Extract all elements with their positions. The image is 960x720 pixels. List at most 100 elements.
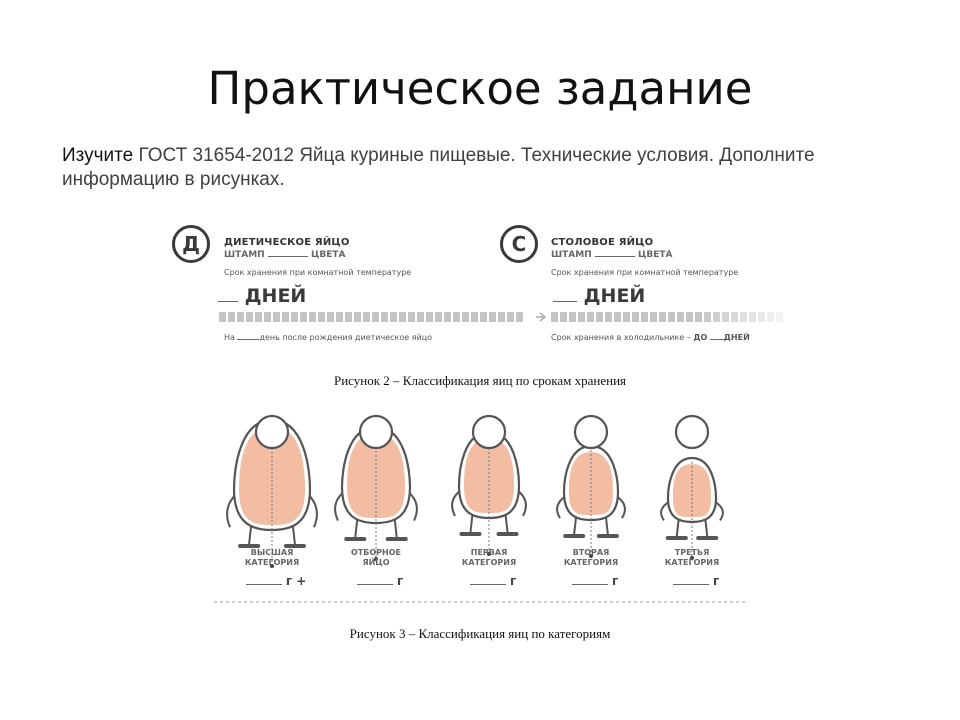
- category-weight-blank: г +: [216, 574, 336, 588]
- bar-segment: [435, 312, 442, 322]
- egg-dot: [589, 554, 593, 558]
- bar-segment: [228, 312, 235, 322]
- bar-segment: [605, 312, 612, 322]
- egg-head: [573, 414, 609, 450]
- weight-blank-line: [356, 584, 393, 585]
- category-subtitle: КАТЕГОРИЯ: [563, 558, 619, 567]
- egg-head: [254, 414, 290, 450]
- bar-segment: [677, 312, 684, 322]
- intro-lead: Изучите: [62, 145, 134, 166]
- weight-unit: г +: [281, 574, 307, 588]
- category-weight-blank: г: [535, 574, 655, 588]
- egg-head: [358, 414, 394, 450]
- egg-leg: [675, 517, 680, 537]
- category-name: ВЫСШАЯ: [250, 548, 294, 557]
- bar-segment: [578, 312, 585, 322]
- weight-unit: г: [607, 574, 619, 588]
- diet-footer: На день после рождения диетическое яйцо: [224, 333, 433, 342]
- egg-leg: [248, 525, 253, 545]
- bar-segment: [722, 312, 729, 322]
- bar-segment: [336, 312, 343, 322]
- bar-segment: [587, 312, 594, 322]
- table-title: СТОЛОВОЕ ЯЙЦО: [551, 237, 654, 248]
- diet-stamp: ШТАМП ЦВЕТА: [224, 250, 346, 260]
- diet-storage-bar: [219, 312, 525, 322]
- diet-storage-note: Срок хранения при комнатной температуре: [224, 268, 412, 277]
- intro-rest: ГОСТ 31654-2012 Яйца куриные пищевые. Те…: [62, 145, 815, 190]
- bar-segment: [560, 312, 567, 322]
- bar-segment: [749, 312, 756, 322]
- bar-segment: [363, 312, 370, 322]
- bar-segment: [740, 312, 747, 322]
- bar-segment: [345, 312, 352, 322]
- egg-leg: [573, 515, 578, 535]
- bar-segment: [318, 312, 325, 322]
- intro-text: Изучите ГОСТ 31654-2012 Яйца куриные пищ…: [62, 144, 912, 192]
- diet-badge: Д: [172, 225, 210, 263]
- egg-leg: [291, 525, 296, 545]
- bar-segment: [408, 312, 415, 322]
- bar-segment: [309, 312, 316, 322]
- egg-leg: [704, 517, 709, 537]
- category-name: ВТОРАЯ: [572, 548, 610, 557]
- egg-dot: [374, 557, 378, 561]
- bar-segment: [650, 312, 657, 322]
- bar-segment: [282, 312, 289, 322]
- bar-segment: [219, 312, 226, 322]
- category-weight-blank: г: [636, 574, 756, 588]
- figure-3-caption: Рисунок 3 – Классификация яиц по категор…: [349, 626, 611, 641]
- category-name: ПЕРВАЯ: [470, 548, 508, 557]
- weight-unit: г: [708, 574, 720, 588]
- category-subtitle: ЯЙЦО: [362, 558, 390, 567]
- diet-days: ДНЕЙ: [218, 285, 306, 307]
- category-subtitle: КАТЕГОРИЯ: [244, 558, 300, 567]
- bar-segment: [453, 312, 460, 322]
- bar-segment: [300, 312, 307, 322]
- bar-segment: [659, 312, 666, 322]
- bar-segment: [471, 312, 478, 322]
- bar-segment: [480, 312, 487, 322]
- bar-segment: [569, 312, 576, 322]
- bar-segment: [444, 312, 451, 322]
- table-badge: С: [500, 225, 538, 263]
- egg-dot: [270, 564, 274, 568]
- bar-segment: [686, 312, 693, 322]
- diet-title: ДИЕТИЧЕСКОЕ ЯЙЦО: [224, 237, 350, 248]
- bar-segment: [668, 312, 675, 322]
- egg-fill: [239, 426, 305, 525]
- bar-segment: [246, 312, 253, 322]
- bar-segment: [704, 312, 711, 322]
- weight-blank-line: [245, 584, 282, 585]
- bar-segment: [273, 312, 280, 322]
- bar-segment: [551, 312, 558, 322]
- bar-segment: [381, 312, 388, 322]
- bar-segment: [516, 312, 523, 322]
- egg-leg: [504, 513, 509, 533]
- table-stamp: ШТАМП ЦВЕТА: [551, 250, 673, 260]
- category-name: ТРЕТЬЯ: [674, 548, 710, 557]
- egg-head: [674, 414, 710, 450]
- bar-segment: [399, 312, 406, 322]
- egg-dot: [690, 556, 694, 560]
- bar-segment: [498, 312, 505, 322]
- weight-blank-line: [672, 584, 709, 585]
- weight-unit: г: [505, 574, 517, 588]
- bar-segment: [390, 312, 397, 322]
- egg-head: [471, 414, 507, 450]
- weight-blank-line: [571, 584, 608, 585]
- bar-segment: [695, 312, 702, 322]
- egg-fill: [464, 438, 514, 513]
- bar-segment: [426, 312, 433, 322]
- egg-leg: [393, 518, 398, 538]
- bar-segment: [623, 312, 630, 322]
- bar-segment: [489, 312, 496, 322]
- egg-dot: [487, 552, 491, 556]
- category-name: ОТБОРНОЕ: [351, 548, 401, 557]
- weight-unit: г: [392, 574, 404, 588]
- bar-segment: [507, 312, 514, 322]
